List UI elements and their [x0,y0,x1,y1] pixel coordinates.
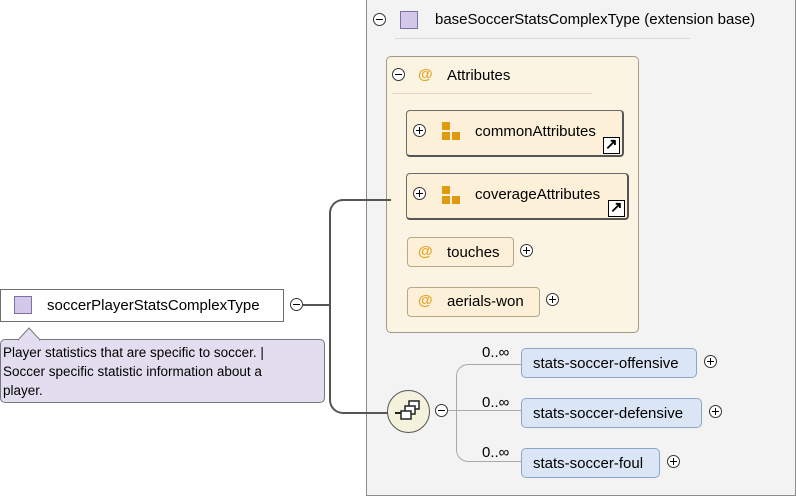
branch-line [456,364,522,411]
root-type-box[interactable] [0,289,284,322]
branch-line [456,410,522,462]
annotation-pointer [18,327,40,341]
attribute-group-icon [442,122,460,140]
cardinality-label: 0..∞ [482,344,510,361]
connector-to-sequence [329,304,391,414]
aerials-won-label: aerials-won [447,293,524,310]
common-attributes-expand-toggle[interactable] [413,124,426,137]
complex-type-icon [400,11,418,29]
attribute-group-icon [442,186,460,204]
aerials-won-expand-toggle[interactable] [546,293,559,306]
attribute-at-icon: @ [418,66,433,83]
root-type-label: soccerPlayerStatsComplexType [47,297,260,314]
attributes-collapse-toggle[interactable] [392,68,405,81]
touches-label: touches [447,244,500,261]
common-attributes-label: commonAttributes [475,123,596,140]
touches-attribute-box[interactable] [407,237,514,267]
coverage-attributes-expand-toggle[interactable] [413,187,426,200]
stats-soccer-foul-expand-toggle[interactable] [667,455,680,468]
cardinality-label: 0..∞ [482,444,510,461]
stats-soccer-defensive-label: stats-soccer-defensive [533,405,684,422]
stats-soccer-offensive-expand-toggle[interactable] [704,355,717,368]
stats-soccer-defensive-element[interactable] [521,398,702,428]
base-type-divider [395,38,690,39]
annotation-text: Player statistics that are specific to s… [3,345,264,398]
touches-expand-toggle[interactable] [520,244,533,257]
attributes-label: Attributes [447,67,511,84]
branch-line [456,410,522,411]
coverage-attributes-label: coverageAttributes [475,186,601,203]
cardinality-label: 0..∞ [482,394,510,411]
stats-soccer-foul-label: stats-soccer-foul [533,455,644,472]
aerials-won-attribute-box[interactable] [407,287,540,317]
reference-link-icon[interactable] [603,135,620,154]
root-connector [303,304,331,306]
stats-soccer-offensive-element[interactable] [521,348,697,378]
attribute-at-icon: @ [418,243,433,260]
attribute-at-icon: @ [418,292,433,309]
attributes-divider [392,93,592,94]
stats-soccer-offensive-label: stats-soccer-offensive [533,355,679,372]
base-type-collapse-toggle[interactable] [373,13,386,26]
sequence-icon [395,400,420,420]
reference-link-icon[interactable] [608,198,625,217]
stats-soccer-foul-element[interactable] [521,448,660,478]
connector-to-attributes [329,199,391,308]
base-type-label: baseSoccerStatsComplexType (extension ba… [435,11,756,28]
stats-soccer-defensive-expand-toggle[interactable] [709,405,722,418]
sequence-collapse-toggle[interactable] [435,404,448,417]
complex-type-icon [14,296,32,314]
annotation-box [0,339,325,403]
root-type-collapse-toggle[interactable] [290,298,303,311]
sequence-connector [448,410,457,411]
